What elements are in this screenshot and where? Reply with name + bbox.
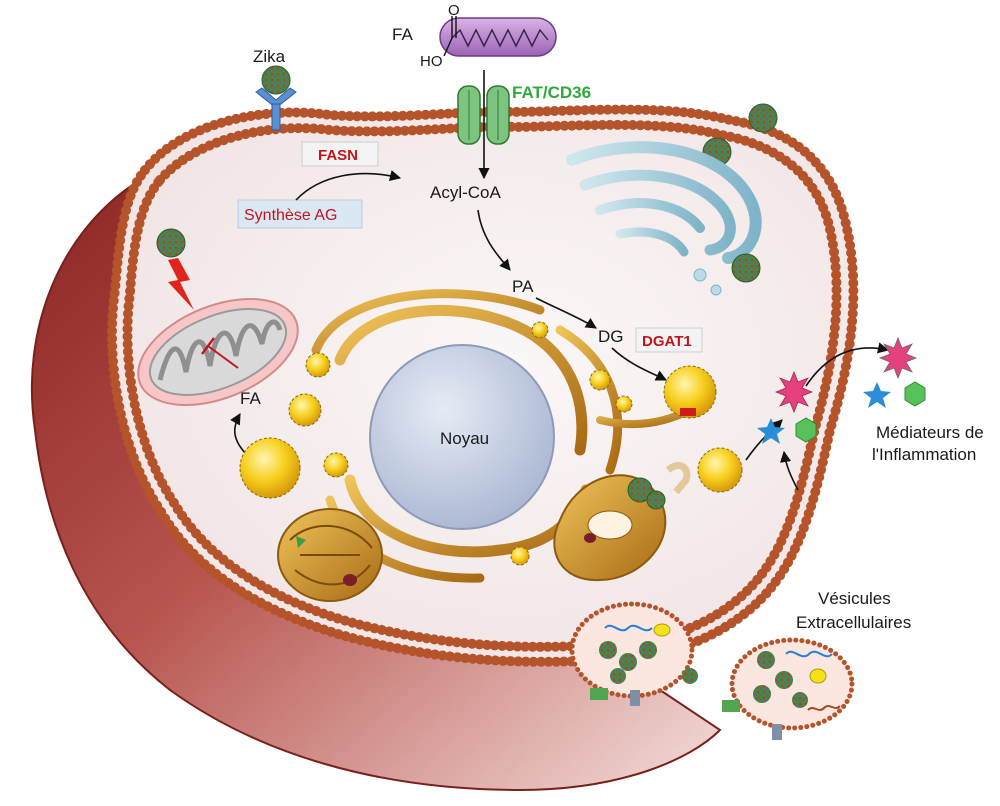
synthese-arrow (295, 170, 402, 201)
fasn-box (301, 141, 379, 167)
pa-to-dg-arrow (535, 297, 597, 329)
dgat1-marker (680, 408, 696, 416)
carboxyl-o-label: O (448, 2, 460, 19)
fa-to-mito-line (207, 345, 239, 369)
fatty-acid-molecule (439, 16, 557, 57)
synthese-box (237, 199, 363, 229)
spiky-star-icon (774, 370, 814, 414)
replication-organelle-left (277, 508, 383, 602)
extracellular-vesicle-right (722, 637, 855, 740)
replication-organelle-right (553, 462, 691, 582)
fat-cd36-transporter (457, 85, 510, 145)
zika-virus-icon (682, 668, 698, 684)
hexagon-icon (904, 381, 926, 407)
dgat1-box (635, 327, 703, 353)
fa-mito-label: FA (240, 389, 261, 408)
fa-top-label: FA (392, 25, 413, 44)
nucleus-label: Noyau (440, 429, 489, 448)
spiky-star-icon (878, 336, 918, 380)
vesicles-label-line2: Extracellulaires (796, 613, 911, 632)
zika-virus-icon (156, 228, 186, 258)
nucleus (369, 344, 555, 530)
synthese-label: Synthèse AG (244, 207, 337, 224)
acyl-to-pa-arrow (477, 209, 511, 271)
zika-label: Zika (253, 47, 286, 66)
carboxyl-ho-label: HO (420, 53, 443, 70)
hexagon-icon (795, 417, 817, 443)
zika-virus-icon (261, 65, 291, 95)
extracellular-vesicle-left (569, 601, 695, 706)
zika-virus-icon (731, 253, 761, 283)
star-icon (757, 418, 785, 444)
mediators-label-line2: l'Inflammation (872, 445, 976, 464)
fasn-label: FASN (318, 147, 358, 164)
inhibition-bar (201, 337, 215, 355)
pa-label: PA (512, 277, 534, 296)
transporter-label: FAT/CD36 (512, 83, 591, 102)
dgat1-label: DGAT1 (642, 333, 692, 350)
dg-label: DG (598, 327, 624, 346)
zika-virus-icon (748, 103, 778, 133)
lightning-icon (168, 258, 194, 310)
mitochondrion-icon (137, 297, 299, 407)
receptor-icon (255, 87, 297, 131)
secretion-arrow-2 (779, 450, 799, 491)
lipid-droplets (239, 321, 743, 566)
mediators-label-line1: Médiateurs de (876, 423, 984, 442)
vesicles-label-line1: Vésicules (818, 589, 891, 608)
acyl-coa-label: Acyl-CoA (430, 183, 502, 202)
golgi-icon (566, 141, 762, 296)
release-arrow (805, 342, 890, 387)
star-icon (863, 382, 891, 408)
dg-to-droplet-arrow (611, 347, 668, 381)
